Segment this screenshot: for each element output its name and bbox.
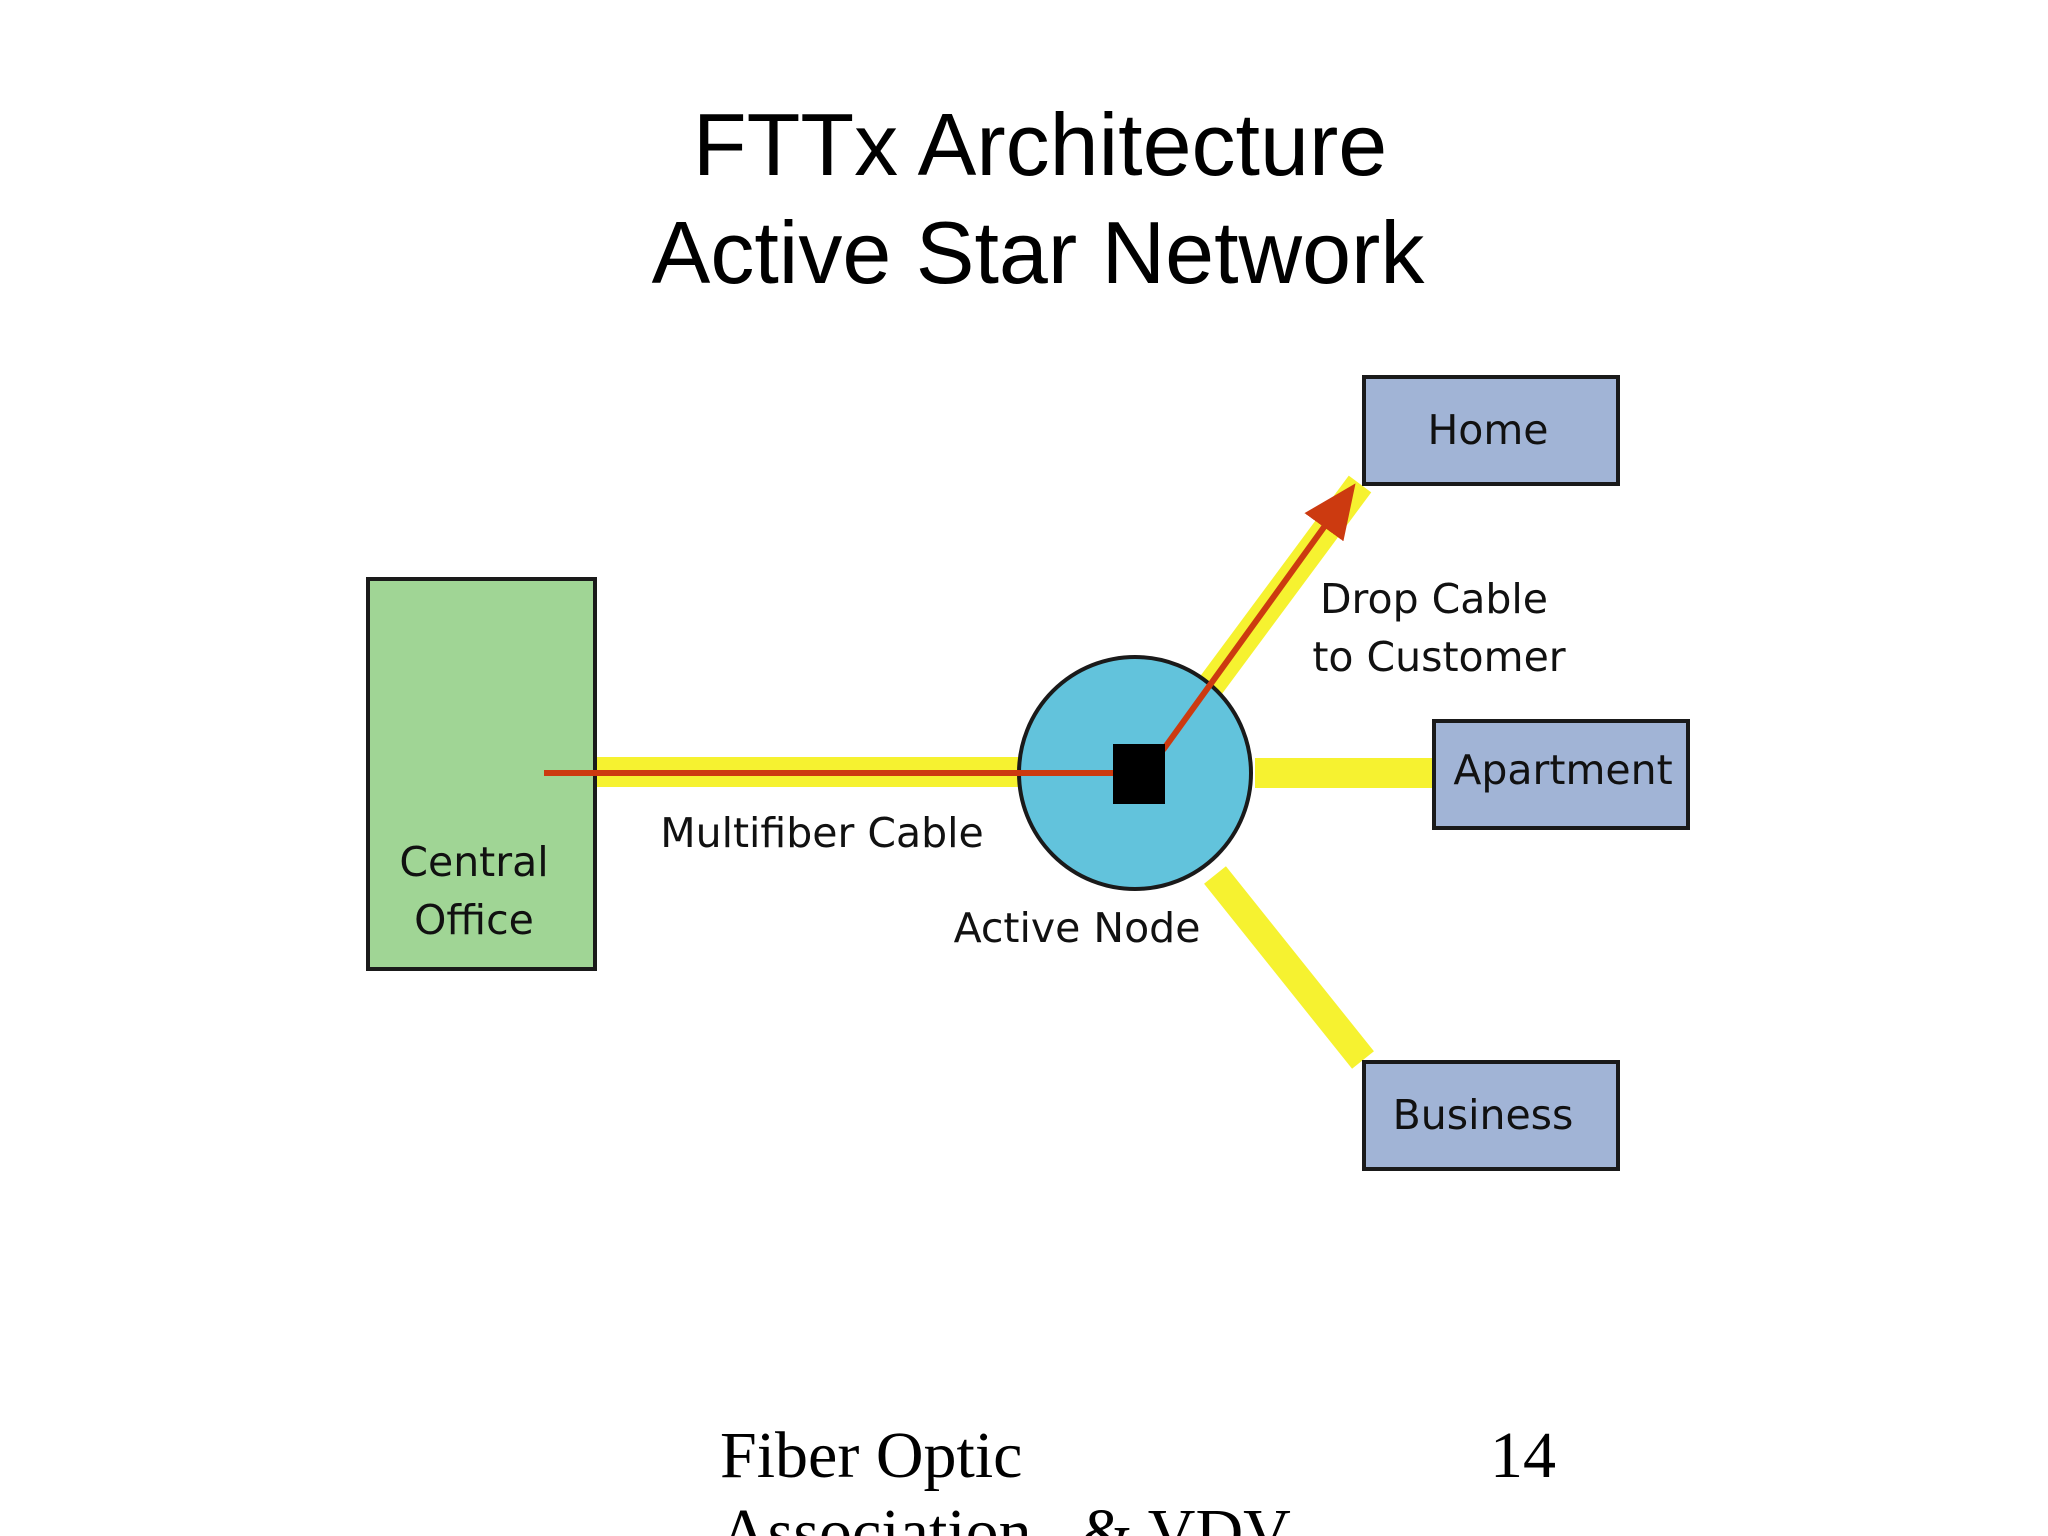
fiber-to-home-arrow xyxy=(1160,483,1356,752)
multifiber-cable-label: Multifiber Cable xyxy=(660,809,984,857)
central-office-label-line1: Central xyxy=(399,838,548,886)
footer-text-line1: Fiber Optic xyxy=(720,1419,1023,1492)
active-node-label: Active Node xyxy=(954,904,1201,952)
apartment-box xyxy=(1432,719,1690,830)
drop-cable-business-line xyxy=(1204,866,1374,1069)
business-label: Business xyxy=(1393,1091,1574,1139)
drop-cable-label-line2: to Customer xyxy=(1312,633,1565,681)
drop-cable-label-line1: Drop Cable xyxy=(1320,575,1548,623)
apartment-label: Apartment xyxy=(1453,746,1672,794)
home-box xyxy=(1362,375,1620,486)
footer-text-line2: Association , & VDV xyxy=(720,1496,1291,1536)
home-label: Home xyxy=(1427,406,1548,454)
active-node-square xyxy=(1113,744,1165,804)
slide-title-line1: FTTx Architecture xyxy=(692,95,1388,194)
central-office-label-line2: Office xyxy=(414,896,534,944)
slide-title-line2: Active Star Network xyxy=(651,203,1425,302)
page-number: 14 xyxy=(1490,1419,1556,1492)
business-box xyxy=(1362,1060,1620,1171)
